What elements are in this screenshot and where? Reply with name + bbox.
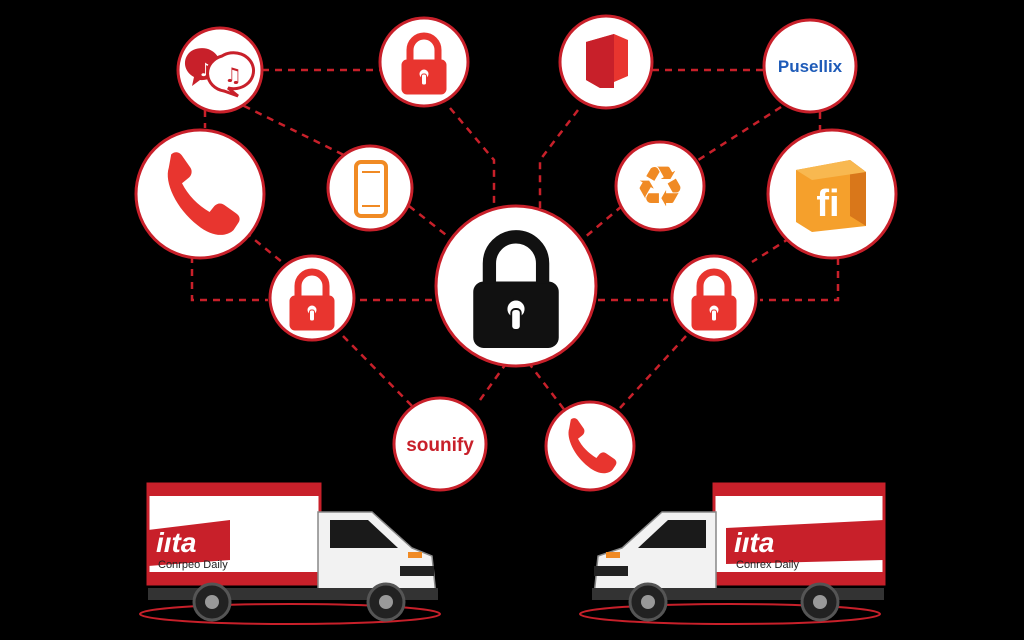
node-lock-left[interactable] bbox=[268, 254, 356, 342]
node-music-chat[interactable]: ♪ ♫ bbox=[176, 26, 264, 114]
connection-lines bbox=[190, 68, 840, 413]
recycle-icon: ♻ bbox=[635, 155, 685, 220]
node-shield[interactable] bbox=[558, 14, 654, 110]
pusellix-label: Pusellix bbox=[778, 57, 843, 76]
node-phone-bottom[interactable] bbox=[544, 400, 636, 492]
truck-right: iıta Conrex Daily bbox=[579, 482, 886, 625]
link-shield-center bbox=[538, 109, 579, 208]
truck-right-tagline: Conrex Daily bbox=[736, 559, 799, 571]
link-phone-lockleft bbox=[190, 256, 268, 302]
node-phone-left[interactable] bbox=[134, 128, 266, 260]
fi-box-icon: fi bbox=[796, 160, 866, 232]
smartphone-icon bbox=[354, 160, 388, 218]
link-center-phonebottom bbox=[527, 361, 567, 413]
node-fi-box[interactable]: fi bbox=[766, 128, 898, 260]
node-recycle[interactable]: ♻ bbox=[614, 140, 706, 232]
link-fi-lockright-b bbox=[751, 236, 791, 264]
link-fi-lockright bbox=[760, 258, 840, 302]
music-chat-icon: ♪ ♫ bbox=[184, 48, 256, 98]
truck-right-brand: iıta bbox=[734, 527, 774, 558]
truck-left-tagline: Conrpeo Daily bbox=[158, 559, 228, 571]
node-pusellix[interactable]: Pusellix bbox=[762, 18, 858, 114]
link-toplock-center bbox=[449, 107, 496, 208]
link-pusellix-recycle bbox=[691, 98, 793, 166]
node-smartphone[interactable] bbox=[326, 144, 414, 232]
shield-icon bbox=[586, 34, 628, 88]
truck-left-brand: iıta bbox=[156, 527, 196, 558]
fi-box-label: fi bbox=[816, 183, 839, 225]
node-center-lock[interactable] bbox=[434, 204, 598, 368]
link-recycle-center bbox=[583, 205, 623, 239]
link-sounify-center bbox=[478, 364, 507, 401]
truck-left: iıta Conrpeo Daily bbox=[139, 482, 441, 625]
link-phone-lockleft-b bbox=[244, 231, 283, 263]
link-music-smartphone bbox=[231, 98, 359, 164]
sounify-label: sounify bbox=[406, 435, 474, 456]
node-top-lock[interactable] bbox=[378, 16, 470, 108]
node-lock-right[interactable] bbox=[670, 254, 758, 342]
svg-text:♪: ♪ bbox=[200, 60, 212, 81]
svg-text:♫: ♫ bbox=[224, 63, 242, 87]
link-smartphone-center bbox=[408, 205, 451, 239]
node-sounify[interactable]: sounify bbox=[392, 396, 488, 492]
link-lockleft-sounify bbox=[342, 335, 415, 409]
link-lockright-phonebottom bbox=[619, 335, 687, 409]
